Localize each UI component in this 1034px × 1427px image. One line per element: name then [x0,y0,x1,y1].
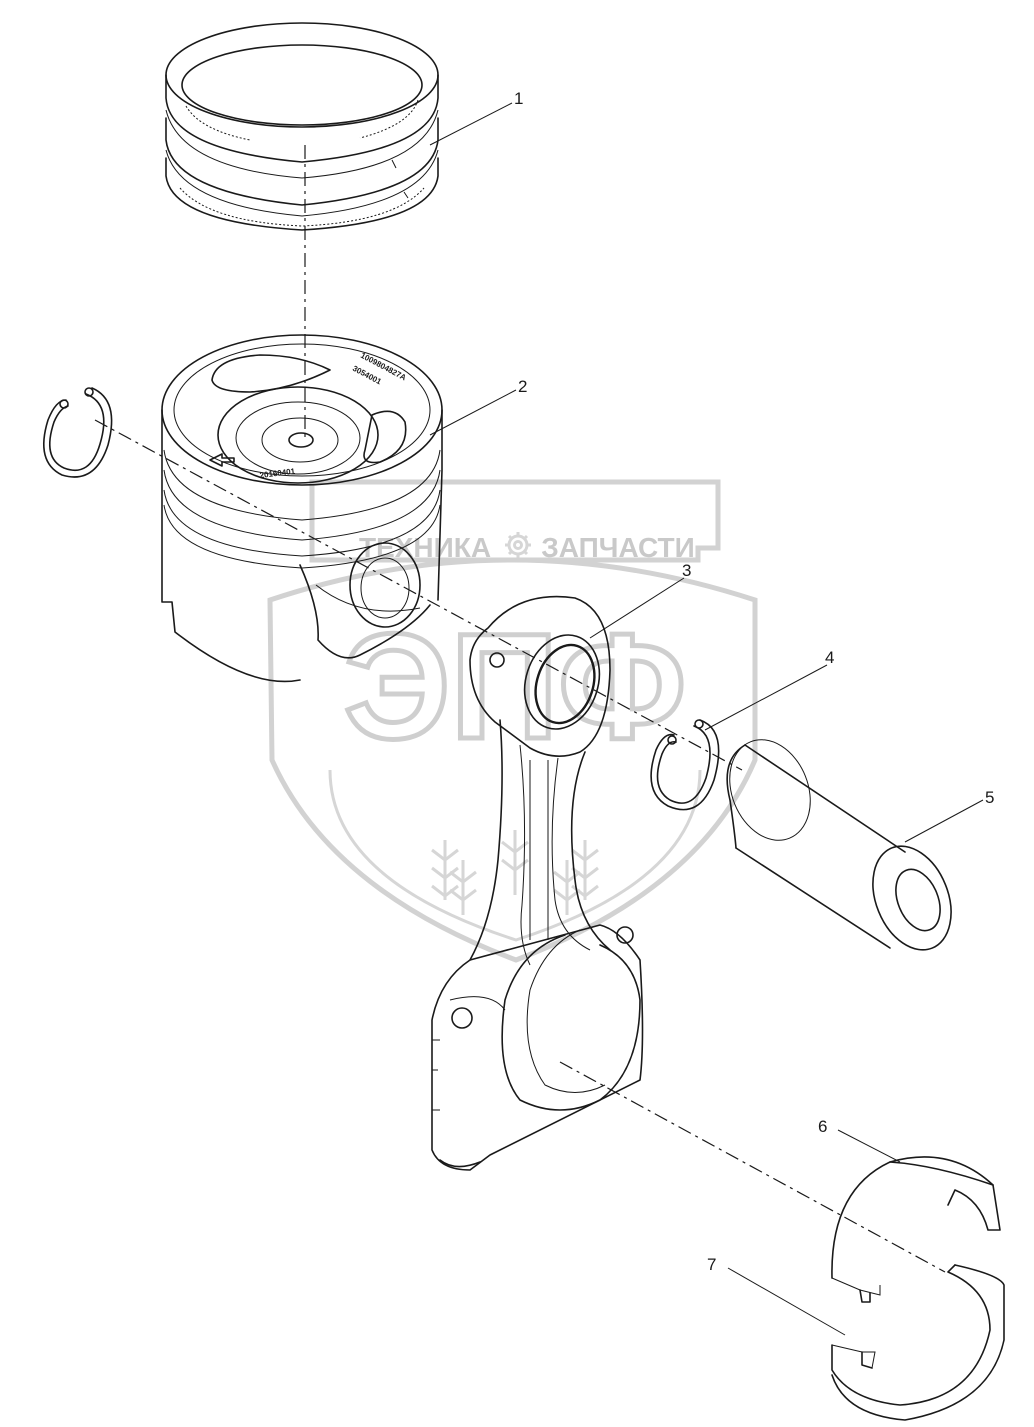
upper-bearing-shell [831,1156,1001,1303]
connecting-rod [431,595,644,1171]
watermark-text-left: ТЕХНИКА [359,532,491,563]
watermark-logo-letters: ЭПФ [344,602,687,770]
callout-numbers: 1 2 3 4 5 6 7 [514,89,994,1274]
callout-1: 1 [514,89,523,108]
small-end-bore [523,634,601,730]
center-axes [94,145,946,1273]
watermark: ТЕХНИКА ЗАПЧАСТИ ЭПФ [267,479,758,963]
piston-code-side: 20160401 [259,467,296,480]
gear-icon [505,532,531,558]
small-end-bushing [534,643,596,725]
piston-ring-set [165,22,439,231]
lower-bearing-shell [831,1264,1005,1421]
callout-3: 3 [682,561,691,580]
watermark-text-right: ЗАПЧАСТИ [541,532,694,563]
callout-5: 5 [985,788,994,807]
wheat-ears-watermark [431,830,599,915]
piston-pin [726,739,952,951]
circlip-left [42,387,113,478]
circlip-right [650,719,720,811]
callout-7: 7 [707,1255,716,1274]
callout-2: 2 [518,377,527,396]
leader-lines [429,102,984,1336]
callout-4: 4 [825,648,834,667]
callout-6: 6 [818,1117,827,1136]
